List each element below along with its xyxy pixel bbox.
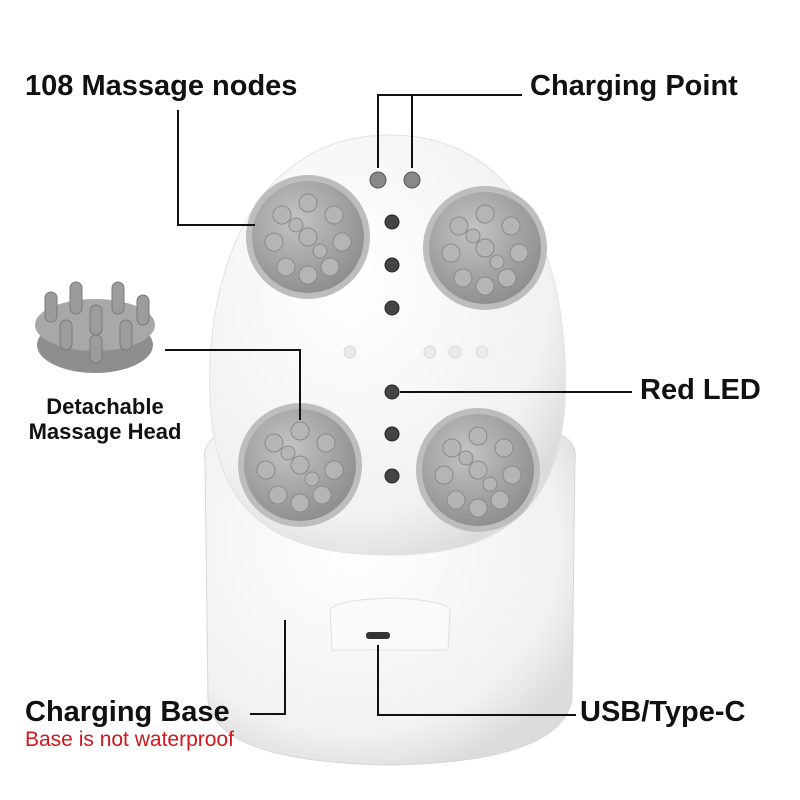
charging-base-label: Charging Base [25, 696, 230, 728]
massage-nodes-label: 108 Massage nodes [25, 70, 298, 102]
detachable-head-icon [35, 281, 155, 373]
detachable-head-label: Detachable Massage Head [20, 394, 190, 444]
charging-point-icon [369, 171, 421, 189]
usb-label: USB/Type-C [580, 696, 746, 728]
massage-head [415, 407, 541, 533]
charging-point-label: Charging Point [530, 70, 738, 102]
massage-head [245, 174, 371, 300]
base-warning-text: Base is not waterproof [25, 728, 234, 751]
massage-head [422, 185, 548, 311]
red-led-icon [384, 214, 400, 484]
massage-head [237, 402, 363, 528]
detachable-label-line1: Detachable [46, 394, 164, 419]
red-led-label: Red LED [640, 374, 761, 406]
usb-port-icon [366, 632, 390, 639]
detachable-label-line2: Massage Head [28, 419, 182, 444]
leader-lines [165, 94, 632, 716]
